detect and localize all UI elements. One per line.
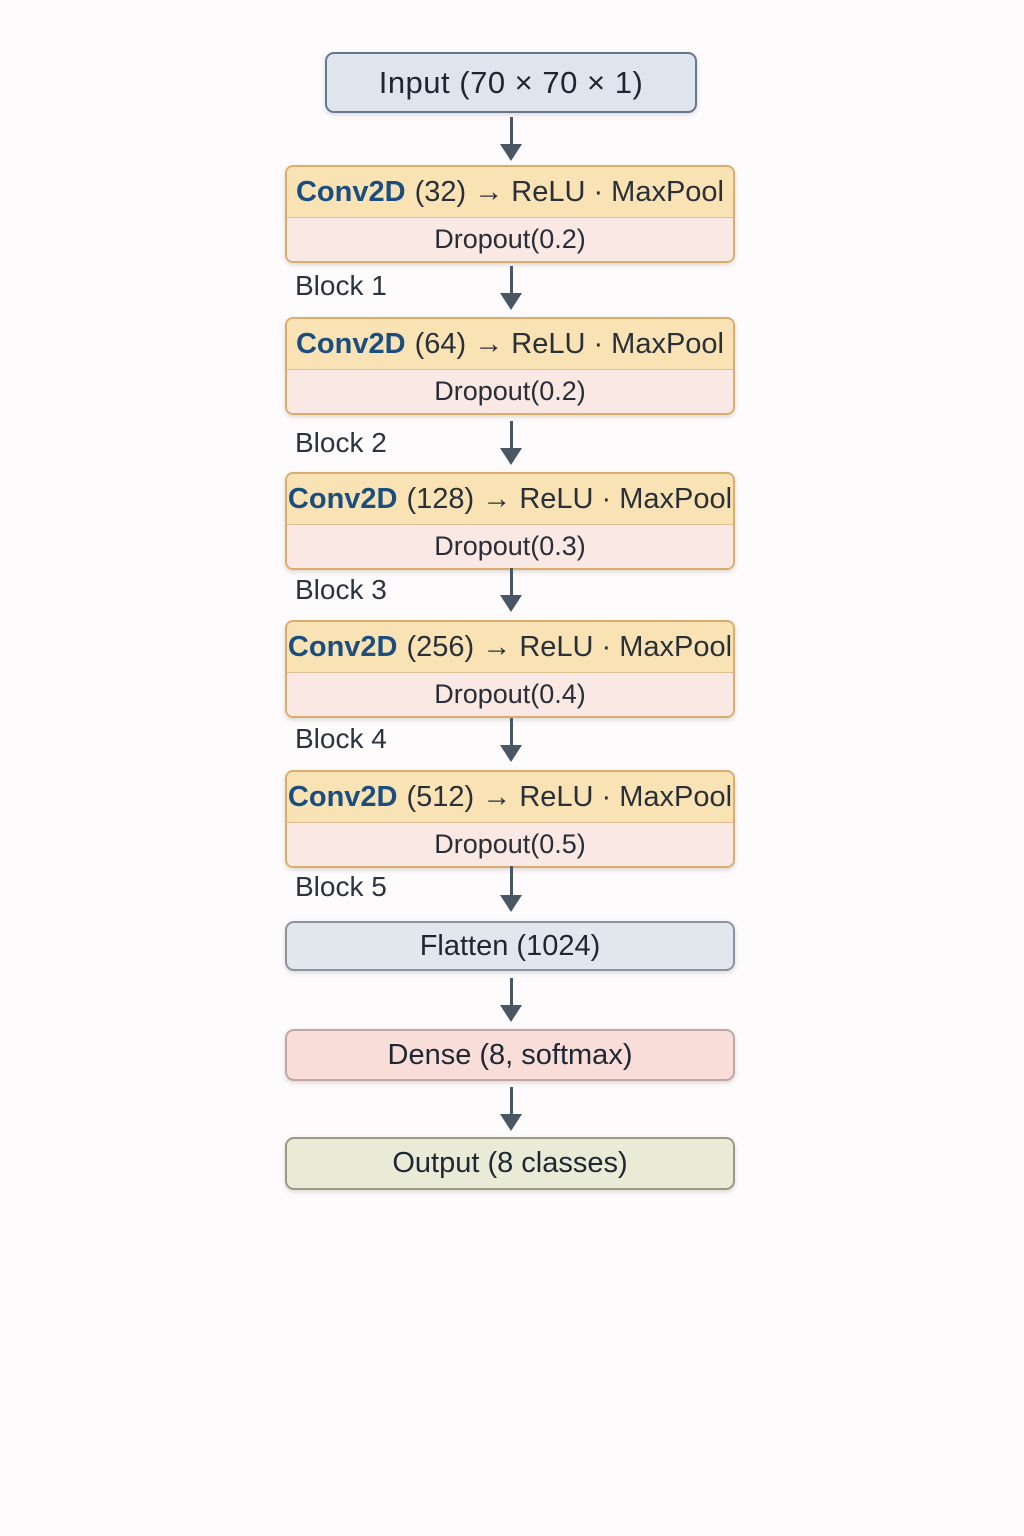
- conv-params-label: (64) → ReLU · MaxPool: [414, 327, 724, 360]
- arrow-head: [500, 1005, 522, 1022]
- block-5-label: Block 5: [295, 871, 387, 902]
- arrow-head: [500, 293, 522, 310]
- arrow-stem: [509, 866, 513, 895]
- arrow-stem: [509, 568, 513, 595]
- dropout-row: Dropout(0.5): [287, 823, 733, 866]
- conv-params-label: (32) → ReLU · MaxPool: [414, 175, 724, 208]
- arrow-down-icon: [499, 421, 523, 465]
- flatten-layer-label: Flatten (1024): [419, 929, 601, 962]
- arrow-head: [500, 745, 522, 762]
- input-layer-box: Input (70 × 70 × 1): [325, 52, 697, 113]
- dropout-label: Dropout(0.4): [434, 679, 586, 709]
- conv2d-label: Conv2D: [287, 482, 398, 515]
- conv-params-label: (512) → ReLU · MaxPool: [406, 780, 733, 813]
- dropout-row: Dropout(0.2): [287, 370, 733, 413]
- block-1-label: Block 1: [295, 270, 387, 301]
- arrow-down-icon: [499, 866, 523, 912]
- dense-layer-box: Dense (8, softmax): [285, 1029, 735, 1081]
- conv-params-label: (256) → ReLU · MaxPool: [406, 630, 733, 663]
- dropout-label: Dropout(0.3): [434, 531, 586, 561]
- dropout-row: Dropout(0.3): [287, 525, 733, 568]
- conv-layer-row: Conv2D (32) → ReLU · MaxPool: [287, 167, 733, 218]
- output-layer-label: Output (8 classes): [392, 1147, 628, 1179]
- conv-block-4: Conv2D (256) → ReLU · MaxPool Dropout(0.…: [285, 620, 735, 718]
- arrow-down-icon: [499, 978, 523, 1022]
- dense-layer-label: Dense (8, softmax): [387, 1038, 633, 1071]
- block-4-label: Block 4: [295, 723, 387, 754]
- dropout-label: Dropout(0.5): [434, 829, 586, 859]
- conv-layer-row: Conv2D (512) → ReLU · MaxPool: [287, 772, 733, 823]
- block-3-label: Block 3: [295, 574, 387, 605]
- arrow-head: [500, 144, 522, 161]
- arrow-down-icon: [499, 266, 523, 310]
- conv-block-3: Conv2D (128) → ReLU · MaxPool Dropout(0.…: [285, 472, 735, 570]
- dropout-row: Dropout(0.2): [287, 218, 733, 261]
- arrow-stem: [509, 718, 513, 745]
- conv-layer-row: Conv2D (128) → ReLU · MaxPool: [287, 474, 733, 525]
- conv-block-5: Conv2D (512) → ReLU · MaxPool Dropout(0.…: [285, 770, 735, 868]
- conv2d-label: Conv2D: [295, 175, 406, 208]
- arrow-stem: [509, 266, 513, 293]
- conv-block-2: Conv2D (64) → ReLU · MaxPool Dropout(0.2…: [285, 317, 735, 415]
- arrow-down-icon: [499, 568, 523, 612]
- conv-layer-row: Conv2D (256) → ReLU · MaxPool: [287, 622, 733, 673]
- conv2d-label: Conv2D: [287, 780, 398, 813]
- arrow-head: [500, 448, 522, 465]
- arrow-stem: [509, 1087, 513, 1114]
- input-layer-label: Input (70 × 70 × 1): [378, 64, 644, 100]
- dropout-row: Dropout(0.4): [287, 673, 733, 716]
- arrow-down-icon: [499, 1087, 523, 1131]
- conv-params-label: (128) → ReLU · MaxPool: [406, 482, 733, 515]
- arrow-head: [500, 1114, 522, 1131]
- dropout-label: Dropout(0.2): [434, 376, 586, 406]
- output-layer-box: Output (8 classes): [285, 1137, 735, 1190]
- conv2d-label: Conv2D: [287, 630, 398, 663]
- arrow-down-icon: [499, 718, 523, 762]
- conv-block-1: Conv2D (32) → ReLU · MaxPool Dropout(0.2…: [285, 165, 735, 263]
- flatten-layer-box: Flatten (1024): [285, 921, 735, 971]
- arrow-head: [500, 895, 522, 912]
- arrow-down-icon: [499, 117, 523, 161]
- block-2-label: Block 2: [295, 427, 387, 458]
- conv-layer-row: Conv2D (64) → ReLU · MaxPool: [287, 319, 733, 370]
- arrow-stem: [509, 978, 513, 1005]
- arrow-stem: [509, 117, 513, 144]
- arrow-stem: [509, 421, 513, 448]
- conv2d-label: Conv2D: [295, 327, 406, 360]
- arrow-head: [500, 595, 522, 612]
- dropout-label: Dropout(0.2): [434, 224, 586, 254]
